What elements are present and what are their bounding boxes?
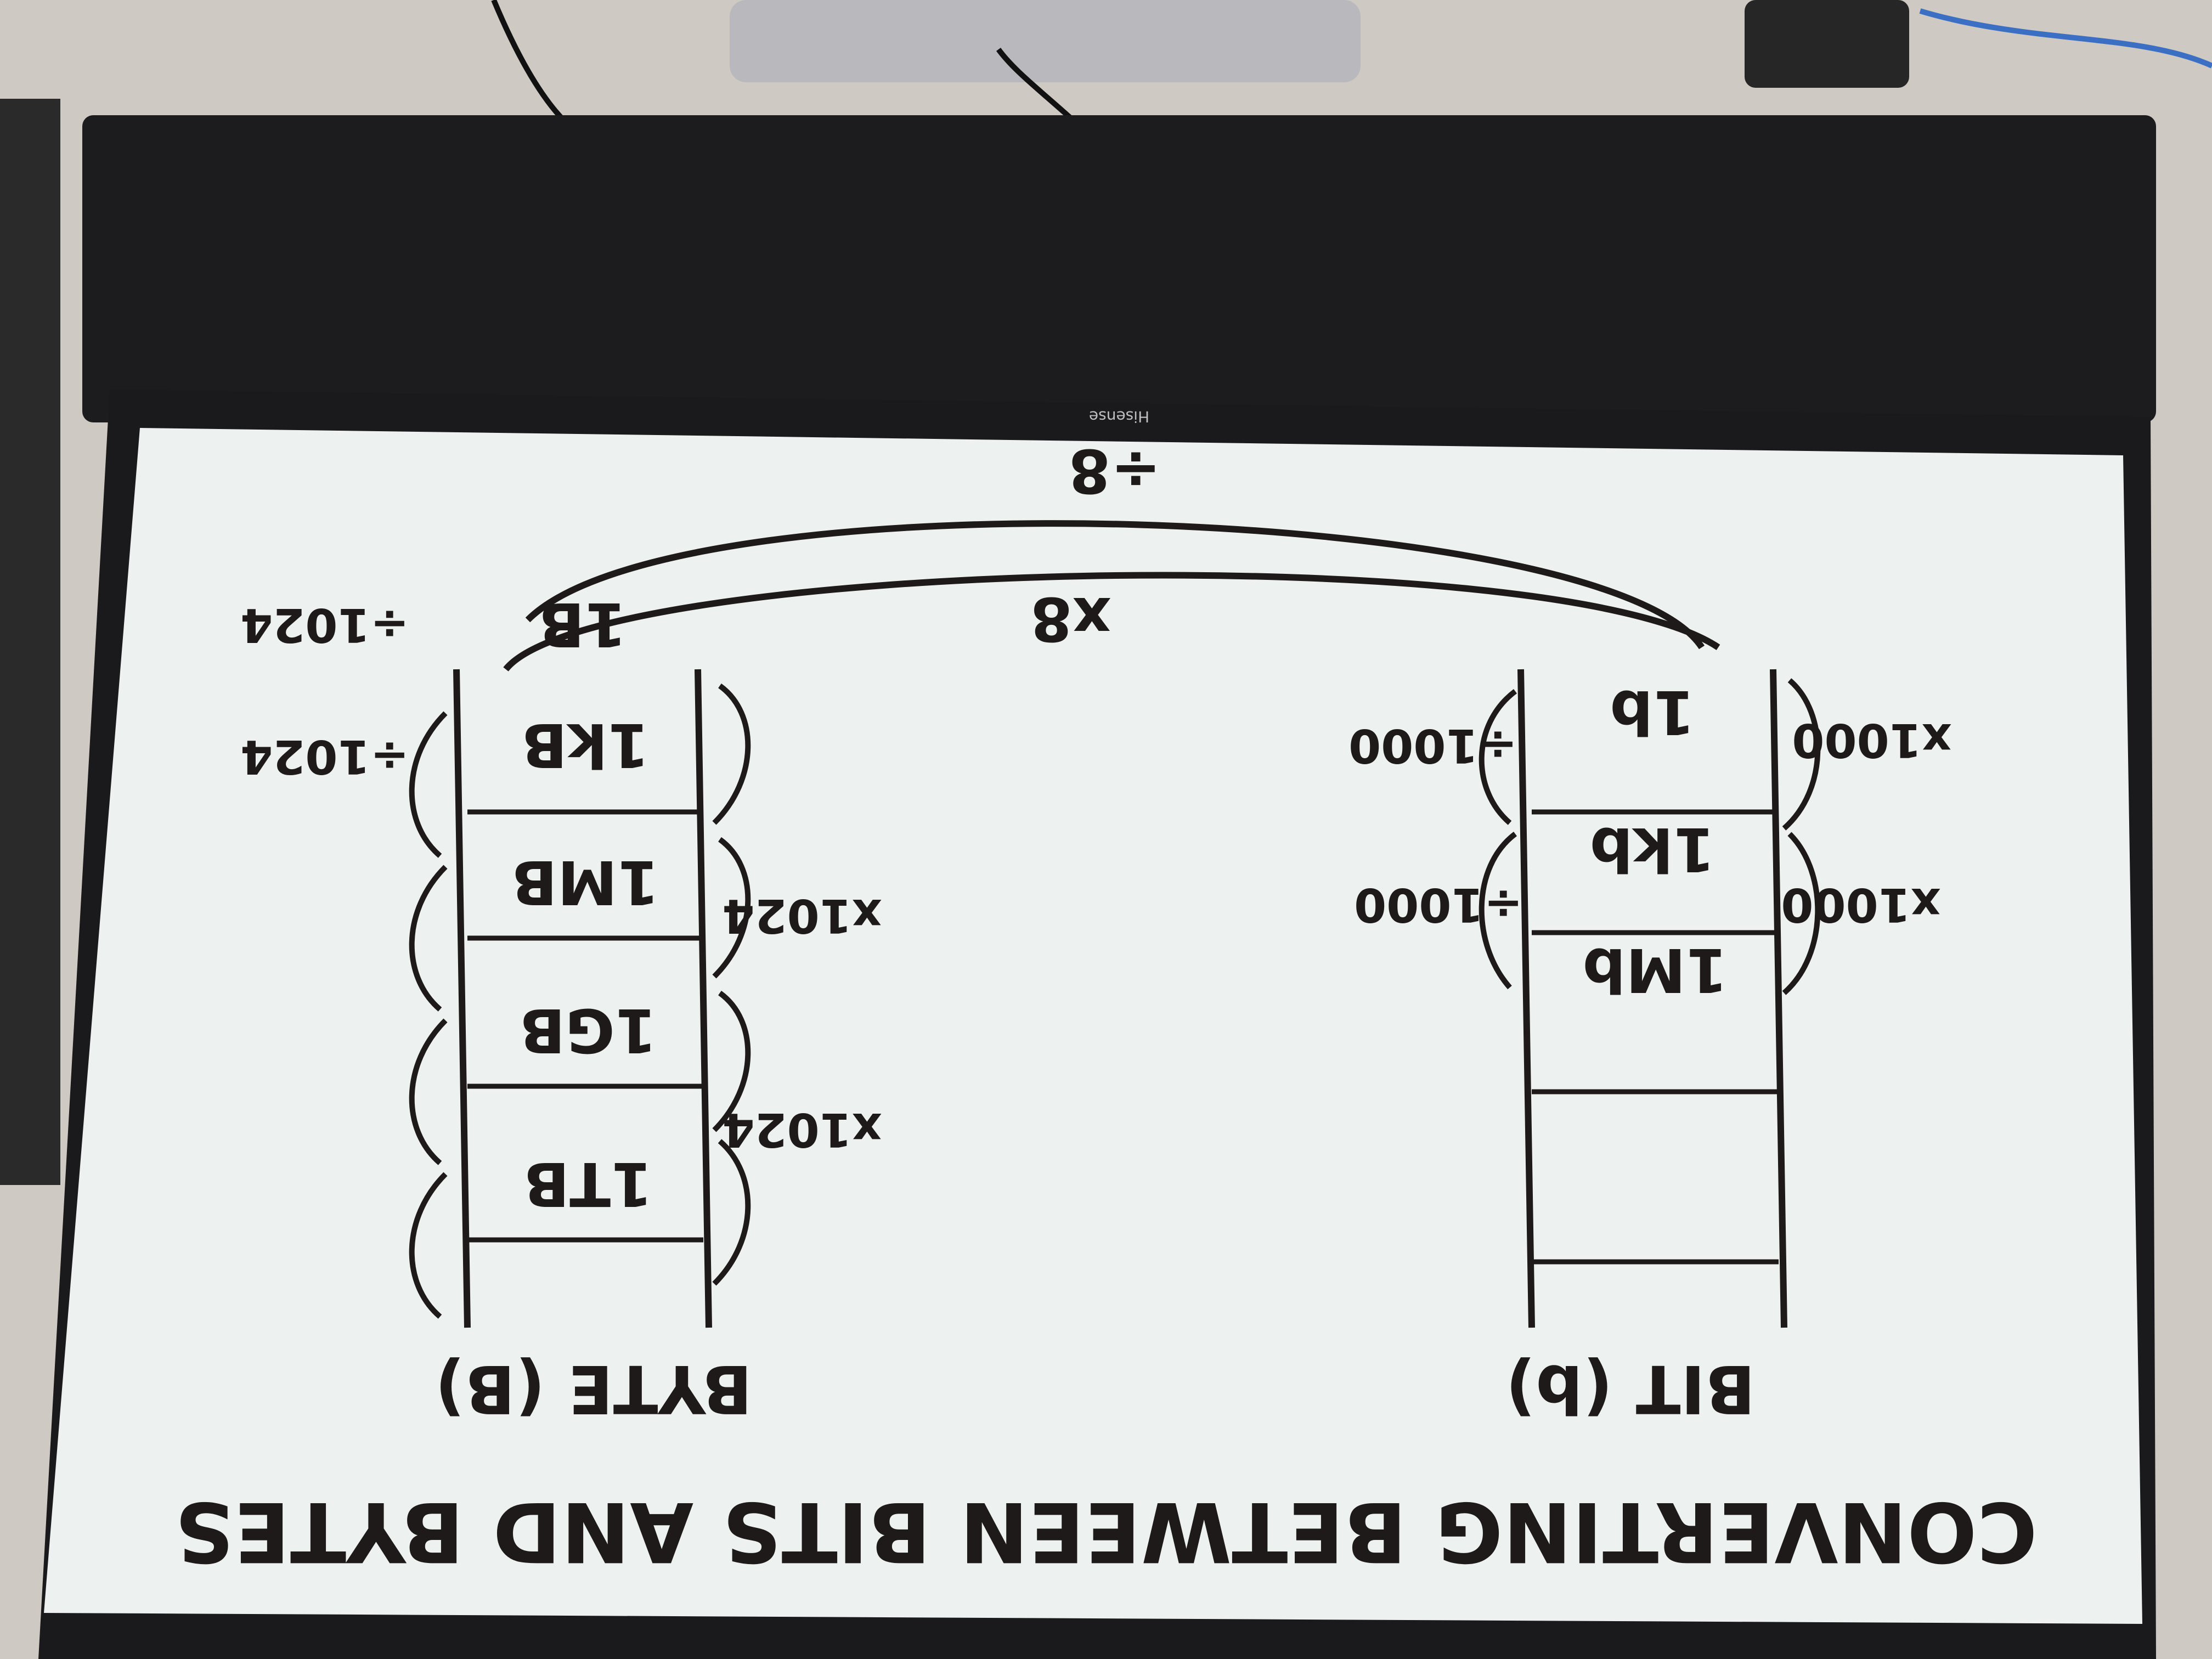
byte-cell: 1TB (523, 1149, 652, 1219)
byte-cell: 1kB (521, 710, 650, 780)
laptop (730, 0, 1361, 82)
side-panel (0, 99, 60, 1185)
tv-brand-label: Hisense (1089, 408, 1149, 426)
byte-up-op: x1024 (722, 1102, 882, 1156)
bit-to-byte-arc (503, 572, 1720, 672)
byte-down-op: ÷1024 (240, 729, 409, 783)
byte-heading: BYTE (B) (435, 1350, 753, 1426)
board-title: CONVERTING BETWEEN BITS AND BYTES (174, 1483, 2037, 1579)
board-content: CONVERTING BETWEEN BITS AND BYTES BIT (b… (174, 436, 2037, 1579)
cable (1919, 8, 2212, 69)
byte-to-bit-op: x8 (1030, 584, 1111, 654)
bit-column-rail (1517, 669, 1535, 1328)
byte-cell: 1GB (520, 995, 657, 1065)
byte-column-rail (453, 669, 471, 1328)
mount-bracket (82, 115, 2156, 422)
byte-column-rail (695, 669, 712, 1328)
bit-cell: 1b (1610, 677, 1695, 747)
bit-cell: 1Mb (1583, 935, 1728, 1005)
byte-cell: 1MB (511, 847, 659, 917)
bit-to-byte-op: ÷8 (1069, 436, 1161, 506)
bit-down-op: ÷1000 (1354, 877, 1523, 932)
bit-down-op: ÷1000 (1348, 718, 1517, 772)
router-device (1745, 0, 1909, 88)
bit-heading: BIT (b) (1505, 1350, 1755, 1426)
bit-cell: 1kb (1590, 814, 1715, 884)
bit-column-rail (1770, 669, 1787, 1328)
bit-up-op: x1000 (1781, 877, 1940, 932)
byte-to-bit-arc (525, 520, 1705, 650)
byte-down-op: ÷1024 (240, 597, 409, 652)
whiteboard-screen (44, 428, 2142, 1624)
